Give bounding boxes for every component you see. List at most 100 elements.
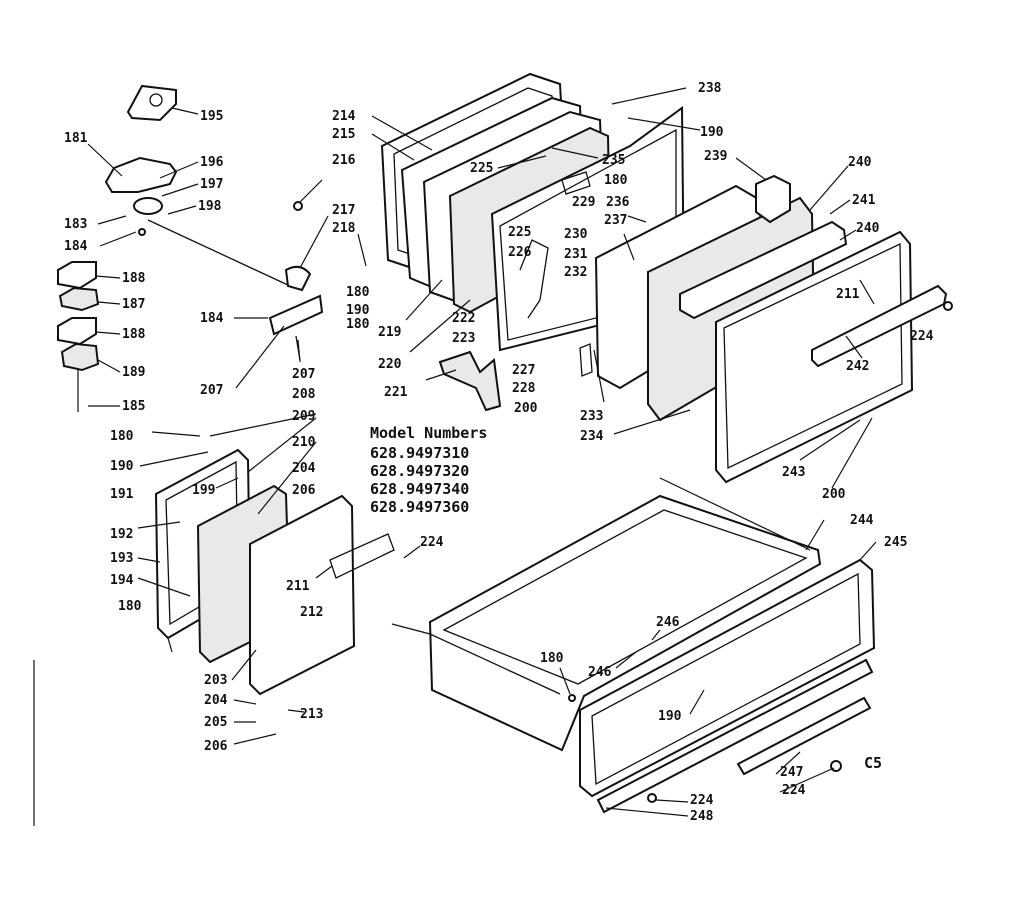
part-184-hinge-plate: [268, 294, 324, 336]
callout-217: 217: [332, 203, 355, 218]
callout-207: 207: [292, 367, 315, 382]
part-239-bracket: [755, 174, 791, 224]
callout-192: 192: [110, 527, 133, 542]
callout-216: 216: [332, 153, 356, 168]
model-number: 628.9497320: [370, 462, 469, 480]
callout-191: 191: [110, 487, 134, 502]
callout-210: 210: [292, 435, 316, 450]
leader-lines: [87, 87, 877, 817]
part-248-rail-lower: [596, 658, 874, 814]
part-188-cover-a: [57, 261, 97, 290]
callout-180: 180: [346, 285, 370, 300]
callout-184: 184: [64, 239, 88, 254]
callout-211: 211: [836, 287, 860, 302]
callout-245: 245: [884, 535, 907, 550]
callout-229: 229: [572, 195, 595, 210]
callout-207: 207: [200, 383, 223, 398]
callout-219: 219: [378, 325, 401, 340]
callout-200: 200: [514, 401, 538, 416]
callout-198: 198: [198, 199, 222, 214]
callout-246: 246: [656, 615, 680, 630]
page-code: C5: [864, 754, 882, 772]
part-244-drawer-body: [428, 494, 822, 752]
callout-185: 185: [122, 399, 145, 414]
broiler-door-assembly: [594, 174, 953, 484]
callout-240: 240: [848, 155, 872, 170]
callout-180: 180: [604, 173, 628, 188]
callout-247: 247: [780, 765, 803, 780]
callout-244: 244: [850, 513, 874, 528]
callout-240: 240: [856, 221, 880, 236]
callout-239: 239: [704, 149, 727, 164]
callout-214: 214: [332, 109, 356, 124]
callout-206: 206: [292, 483, 316, 498]
callout-233: 233: [580, 409, 603, 424]
callout-236: 236: [606, 195, 630, 210]
callout-195: 195: [200, 109, 223, 124]
callout-193: 193: [110, 551, 133, 566]
callout-230: 230: [564, 227, 588, 242]
callout-224: 224: [782, 783, 806, 798]
callout-labels: 181 195 196 197 198 183 184 188 187 188 …: [64, 81, 934, 824]
callout-189: 189: [122, 365, 145, 380]
callout-180: 180: [540, 651, 564, 666]
callout-197: 197: [200, 177, 223, 192]
callout-180: 180: [118, 599, 142, 614]
callout-190: 190: [658, 709, 682, 724]
callout-222: 222: [452, 311, 475, 326]
callout-246: 246: [588, 665, 612, 680]
callout-205: 205: [204, 715, 227, 730]
lock-hardware-group: [57, 84, 324, 412]
callout-224: 224: [690, 793, 714, 808]
callout-226: 226: [508, 245, 532, 260]
callout-212: 212: [300, 605, 323, 620]
callout-190: 190: [700, 125, 724, 140]
callout-200: 200: [822, 487, 846, 502]
callout-208: 208: [292, 387, 316, 402]
callout-227: 227: [512, 363, 535, 378]
callout-206: 206: [204, 739, 228, 754]
callout-190: 190: [110, 459, 134, 474]
callout-232: 232: [564, 265, 587, 280]
callout-188: 188: [122, 327, 146, 342]
callout-183: 183: [64, 217, 87, 232]
part-181-latch-bracket: [104, 156, 178, 193]
callout-225: 225: [470, 161, 493, 176]
callout-241: 241: [852, 193, 876, 208]
callout-199: 199: [192, 483, 215, 498]
callout-213: 213: [300, 707, 323, 722]
callout-196: 196: [200, 155, 224, 170]
callout-243: 243: [782, 465, 805, 480]
callout-235: 235: [602, 153, 625, 168]
callout-228: 228: [512, 381, 536, 396]
callout-209: 209: [292, 409, 315, 424]
storage-door-assembly: [154, 448, 395, 696]
callout-220: 220: [378, 357, 402, 372]
model-numbers-block: Model Numbers 628.9497310 628.9497320 62…: [370, 424, 487, 516]
part-203-outer-panel: [249, 494, 356, 696]
callout-225: 225: [508, 225, 531, 240]
part-241-trim: [679, 220, 848, 320]
callout-224: 224: [910, 329, 934, 344]
callout-180: 180: [110, 429, 134, 444]
callout-237: 237: [604, 213, 627, 228]
callout-224: 224: [420, 535, 444, 550]
part-187-lock: [58, 286, 100, 312]
drawer-assembly: [391, 477, 876, 814]
part-217-hinge-pivot: [284, 265, 312, 292]
callout-231: 231: [564, 247, 588, 262]
model-number: 628.9497360: [370, 498, 469, 516]
callout-188: 188: [122, 271, 146, 286]
callout-190: 190: [346, 303, 370, 318]
callout-242: 242: [846, 359, 869, 374]
callout-215: 215: [332, 127, 355, 142]
model-heading: Model Numbers: [370, 424, 487, 442]
callout-187: 187: [122, 297, 145, 312]
callout-234: 234: [580, 429, 604, 444]
callout-204: 204: [292, 461, 316, 476]
callout-203: 203: [204, 673, 227, 688]
callout-238: 238: [698, 81, 722, 96]
callout-223: 223: [452, 331, 475, 346]
callout-248: 248: [690, 809, 714, 824]
